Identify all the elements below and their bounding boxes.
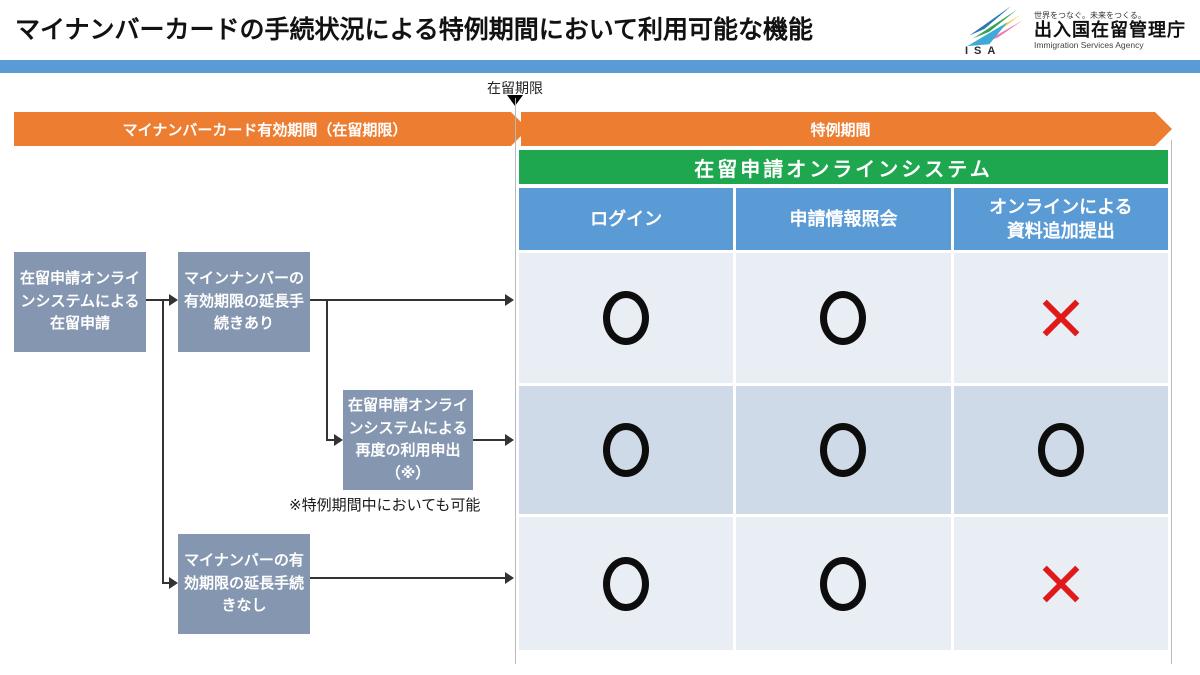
- column-header-inquiry: 申請情報照会: [733, 188, 951, 250]
- logo-text-block: 世界をつなぐ。未来をつくる。 出入国在留管理庁 Immigration Serv…: [1034, 11, 1186, 51]
- connector-line: [310, 299, 506, 301]
- connector-line: [146, 299, 170, 301]
- special-period-arrow: 特例期間: [521, 112, 1172, 146]
- footnote-text: ※特例期間中においても可能: [289, 497, 481, 514]
- table-left-border: [515, 98, 516, 664]
- mark-cell: [733, 517, 951, 650]
- arrowhead-icon: [169, 294, 178, 306]
- logo-isa-text: ISA: [965, 45, 1002, 57]
- connector-line: [162, 582, 170, 584]
- circle-mark: [820, 556, 867, 611]
- residence-deadline-label: 在留期限: [487, 80, 543, 96]
- table-row: [519, 253, 1168, 383]
- table-right-border: [1171, 140, 1172, 664]
- online-system-title: 在留申請オンラインシステム: [519, 150, 1168, 184]
- flow-box-extension-no: マイナンバーの有 効期限の延長手続 きなし: [178, 534, 310, 634]
- paper-plane-icon: [967, 5, 1023, 47]
- arrowhead-icon: [505, 434, 514, 446]
- availability-table: 在留申請オンラインシステム ログイン 申請情報照会 オンラインによる 資料追加提…: [519, 150, 1168, 650]
- circle-mark: [820, 423, 867, 477]
- arrowhead-icon: [505, 572, 514, 584]
- mark-cell: [733, 253, 951, 383]
- flow-box-online-application: 在留申請オンライ ンシステムによる 在留申請: [14, 252, 146, 352]
- circle-mark: [603, 291, 650, 345]
- connector-line: [310, 577, 506, 579]
- circle-mark: [1037, 423, 1084, 477]
- mark-cell: [519, 253, 734, 383]
- mark-cell: [950, 517, 1168, 650]
- table-header-row: ログイン 申請情報照会 オンラインによる 資料追加提出: [519, 188, 1168, 250]
- connector-line: [326, 300, 328, 440]
- circle-mark: [820, 291, 867, 345]
- isa-logo: ISA 世界をつなぐ。未来をつくる。 出入国在留管理庁 Immigration …: [963, 5, 1186, 57]
- table-row: [519, 386, 1168, 514]
- agency-name-en: Immigration Services Agency: [1034, 40, 1144, 51]
- isa-logo-mark: ISA: [963, 5, 1027, 57]
- logo-tagline: 世界をつなぐ。未来をつくる。: [1034, 11, 1146, 21]
- connector-line: [473, 439, 506, 441]
- circle-mark: [603, 556, 650, 611]
- agency-name: 出入国在留管理庁: [1034, 20, 1186, 41]
- arrowhead-icon: [505, 294, 514, 306]
- circle-mark: [603, 423, 650, 477]
- arrowhead-icon: [334, 434, 343, 446]
- flow-box-extension-yes: マインナンバーの 有効期限の延長手 続きあり: [178, 252, 310, 352]
- mark-cell: [733, 386, 951, 514]
- header-divider-strip: [0, 60, 1200, 73]
- connector-line: [326, 439, 335, 441]
- card-validity-period-arrow: マイナンバーカード有効期間（在留期限）: [14, 112, 528, 146]
- connector-line: [162, 300, 164, 583]
- column-header-login: ログイン: [519, 188, 734, 250]
- cross-mark: [1042, 565, 1080, 602]
- mark-cell: [950, 253, 1168, 383]
- cross-mark: [1042, 299, 1080, 337]
- page-title: マイナンバーカードの手続状況による特例期間において利用可能な機能: [15, 16, 814, 44]
- table-row: [519, 517, 1168, 650]
- mark-cell: [519, 517, 734, 650]
- flow-box-reapply-notice: 在留申請オンライ ンシステムによる 再度の利用申出 （※）: [343, 390, 473, 490]
- mark-cell: [519, 386, 734, 514]
- arrowhead-icon: [169, 577, 178, 589]
- mark-cell: [950, 386, 1168, 514]
- column-header-additional-docs: オンラインによる 資料追加提出: [950, 188, 1168, 250]
